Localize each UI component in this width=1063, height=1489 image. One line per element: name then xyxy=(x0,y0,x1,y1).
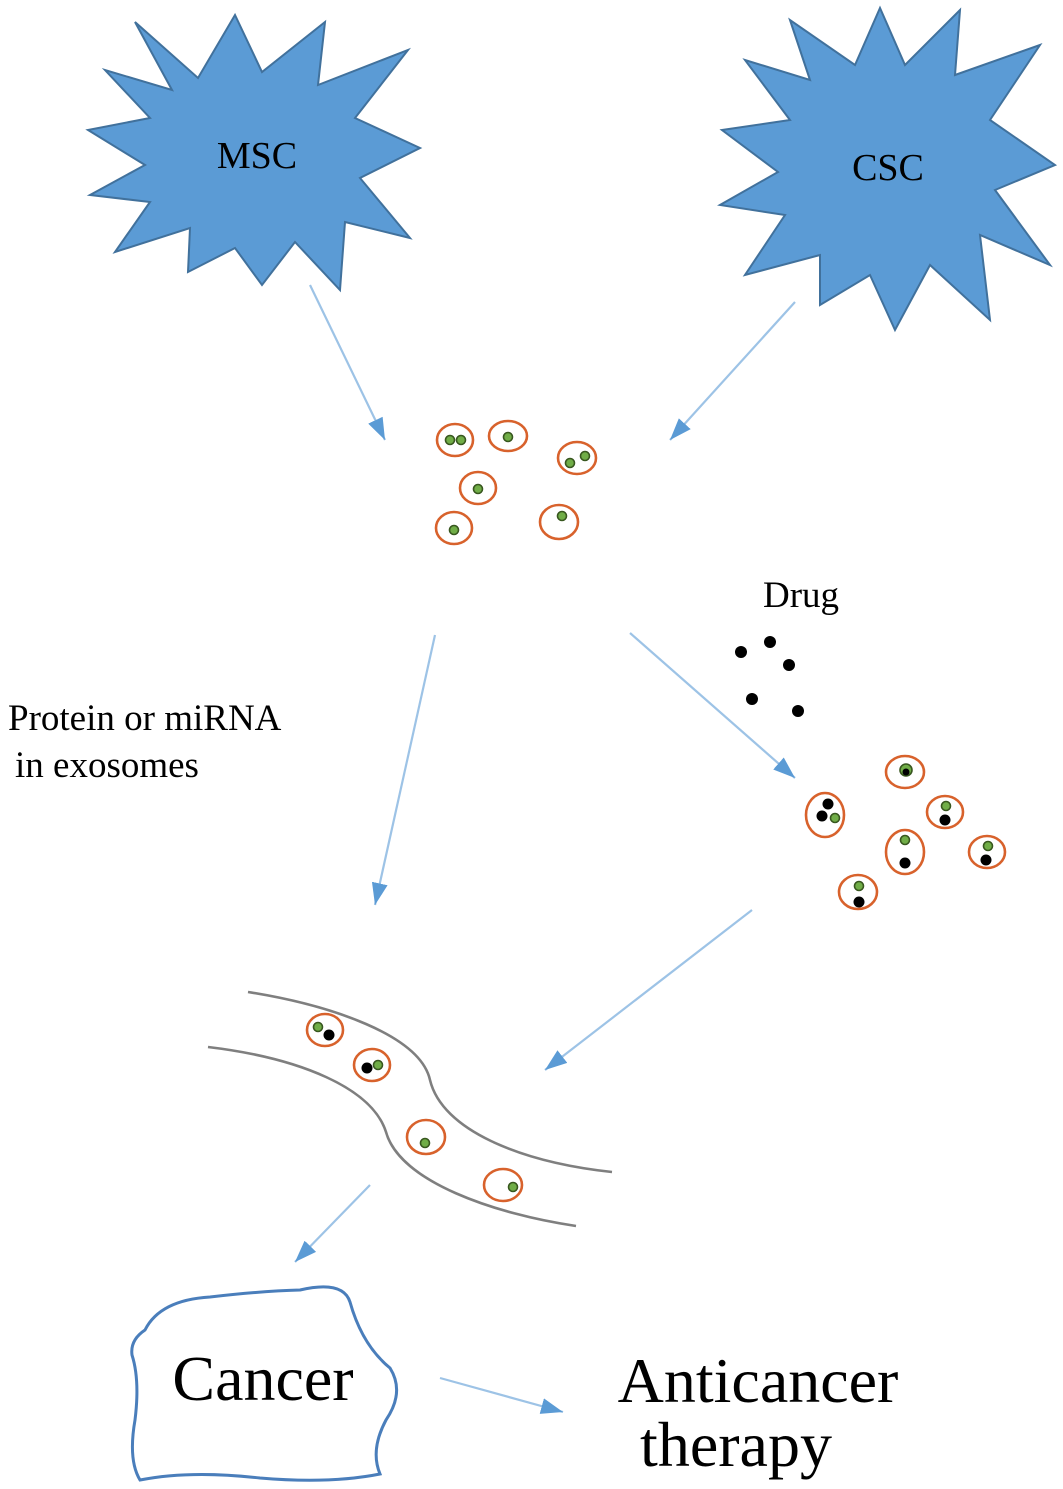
arrow-csc-to-exosomes xyxy=(669,301,796,441)
cancer-cell: Cancer xyxy=(130,1285,398,1482)
cargo-molecule xyxy=(829,812,841,824)
arrow-cancer-to-therapy xyxy=(439,1376,564,1414)
cargo-molecule xyxy=(507,1181,519,1193)
drug-molecule xyxy=(361,1062,373,1074)
exosome-membrane xyxy=(482,1167,524,1203)
drug-molecule xyxy=(735,646,747,658)
cargo-molecule xyxy=(556,510,568,522)
loaded-exosome xyxy=(884,754,926,790)
drug-molecule xyxy=(899,857,911,869)
loaded-exosome xyxy=(804,791,846,839)
drug-molecule xyxy=(783,659,795,671)
exosome-membrane xyxy=(352,1047,392,1083)
drug-molecule xyxy=(764,636,776,648)
cargo-molecule xyxy=(564,457,576,469)
exosome-membrane xyxy=(925,794,965,830)
exosome-membrane xyxy=(405,1118,447,1156)
drug-molecule xyxy=(902,768,910,776)
loaded-exosome xyxy=(967,834,1007,870)
exosome-membrane xyxy=(556,440,598,476)
exosome xyxy=(434,510,474,546)
arrow-vessel-to-cancer xyxy=(294,1184,371,1263)
arrow-loaded-to-vessel xyxy=(544,909,753,1071)
cargo-molecule xyxy=(444,434,456,446)
exosome-cluster xyxy=(434,419,598,546)
exosome xyxy=(556,440,598,476)
cargo-molecule xyxy=(982,840,994,852)
drug-molecule xyxy=(939,814,951,826)
csc-cell: CSC xyxy=(717,5,1058,333)
vessel-wall-lower xyxy=(207,1045,577,1228)
exosome-membrane xyxy=(967,834,1007,870)
cargo-caption-line2: in exosomes xyxy=(15,745,199,786)
arrow-exosomes-to-drug-loading xyxy=(629,632,796,779)
drug-label: Drug xyxy=(763,575,839,616)
arrow-exosomes-to-vessel xyxy=(371,634,437,906)
circulating-exosome xyxy=(405,1118,447,1156)
circulating-exosome xyxy=(482,1167,524,1203)
cargo-molecule xyxy=(940,800,952,812)
drug-molecule xyxy=(792,705,804,717)
cargo-molecule xyxy=(899,834,911,846)
drug-molecule xyxy=(746,693,758,705)
cargo-molecule xyxy=(502,431,514,443)
msc-cell: MSC xyxy=(85,12,423,293)
loaded-exosome xyxy=(925,794,965,830)
drug-molecule xyxy=(822,798,834,810)
vessel-wall-upper xyxy=(247,990,613,1174)
loaded-exosome xyxy=(837,873,879,911)
cargo-molecule xyxy=(372,1059,384,1071)
msc-starburst xyxy=(85,12,423,293)
drug-molecule xyxy=(980,854,992,866)
therapy-label-line1: Anticancer xyxy=(618,1345,899,1416)
csc-label: CSC xyxy=(852,147,924,189)
exosome xyxy=(487,419,529,453)
exosome xyxy=(458,470,498,506)
cargo-molecule xyxy=(312,1021,324,1033)
cargo-molecule xyxy=(448,524,460,536)
csc-starburst xyxy=(717,5,1058,333)
exosome-membrane xyxy=(837,873,879,911)
cargo-caption-line1: Protein or miRNA xyxy=(8,698,282,739)
drug-molecule xyxy=(853,896,865,908)
free-drug-molecules xyxy=(735,636,804,717)
drug-loaded-exosome-cluster xyxy=(804,754,1007,911)
blood-vessel xyxy=(207,990,613,1228)
msc-label: MSC xyxy=(217,135,297,177)
therapy-label-line2: therapy xyxy=(640,1409,832,1480)
arrow-msc-to-exosomes xyxy=(309,284,386,441)
cargo-molecule xyxy=(579,450,591,462)
exosome xyxy=(538,503,580,541)
loaded-exosome xyxy=(884,828,926,876)
drug-molecule xyxy=(816,810,828,822)
circulating-exosome xyxy=(305,1012,345,1048)
cargo-molecule xyxy=(472,483,484,495)
cargo-molecule xyxy=(419,1137,431,1149)
exosome-membrane xyxy=(538,503,580,541)
cargo-molecule xyxy=(455,434,467,446)
exosome-membrane xyxy=(305,1012,345,1048)
exosome-membrane xyxy=(884,828,926,876)
cancer-cell-outline xyxy=(130,1285,398,1482)
circulating-exosome xyxy=(352,1047,392,1083)
exosome xyxy=(435,422,475,458)
cancer-label: Cancer xyxy=(172,1343,353,1414)
drug-molecule xyxy=(323,1029,335,1041)
cargo-molecule xyxy=(853,880,865,892)
